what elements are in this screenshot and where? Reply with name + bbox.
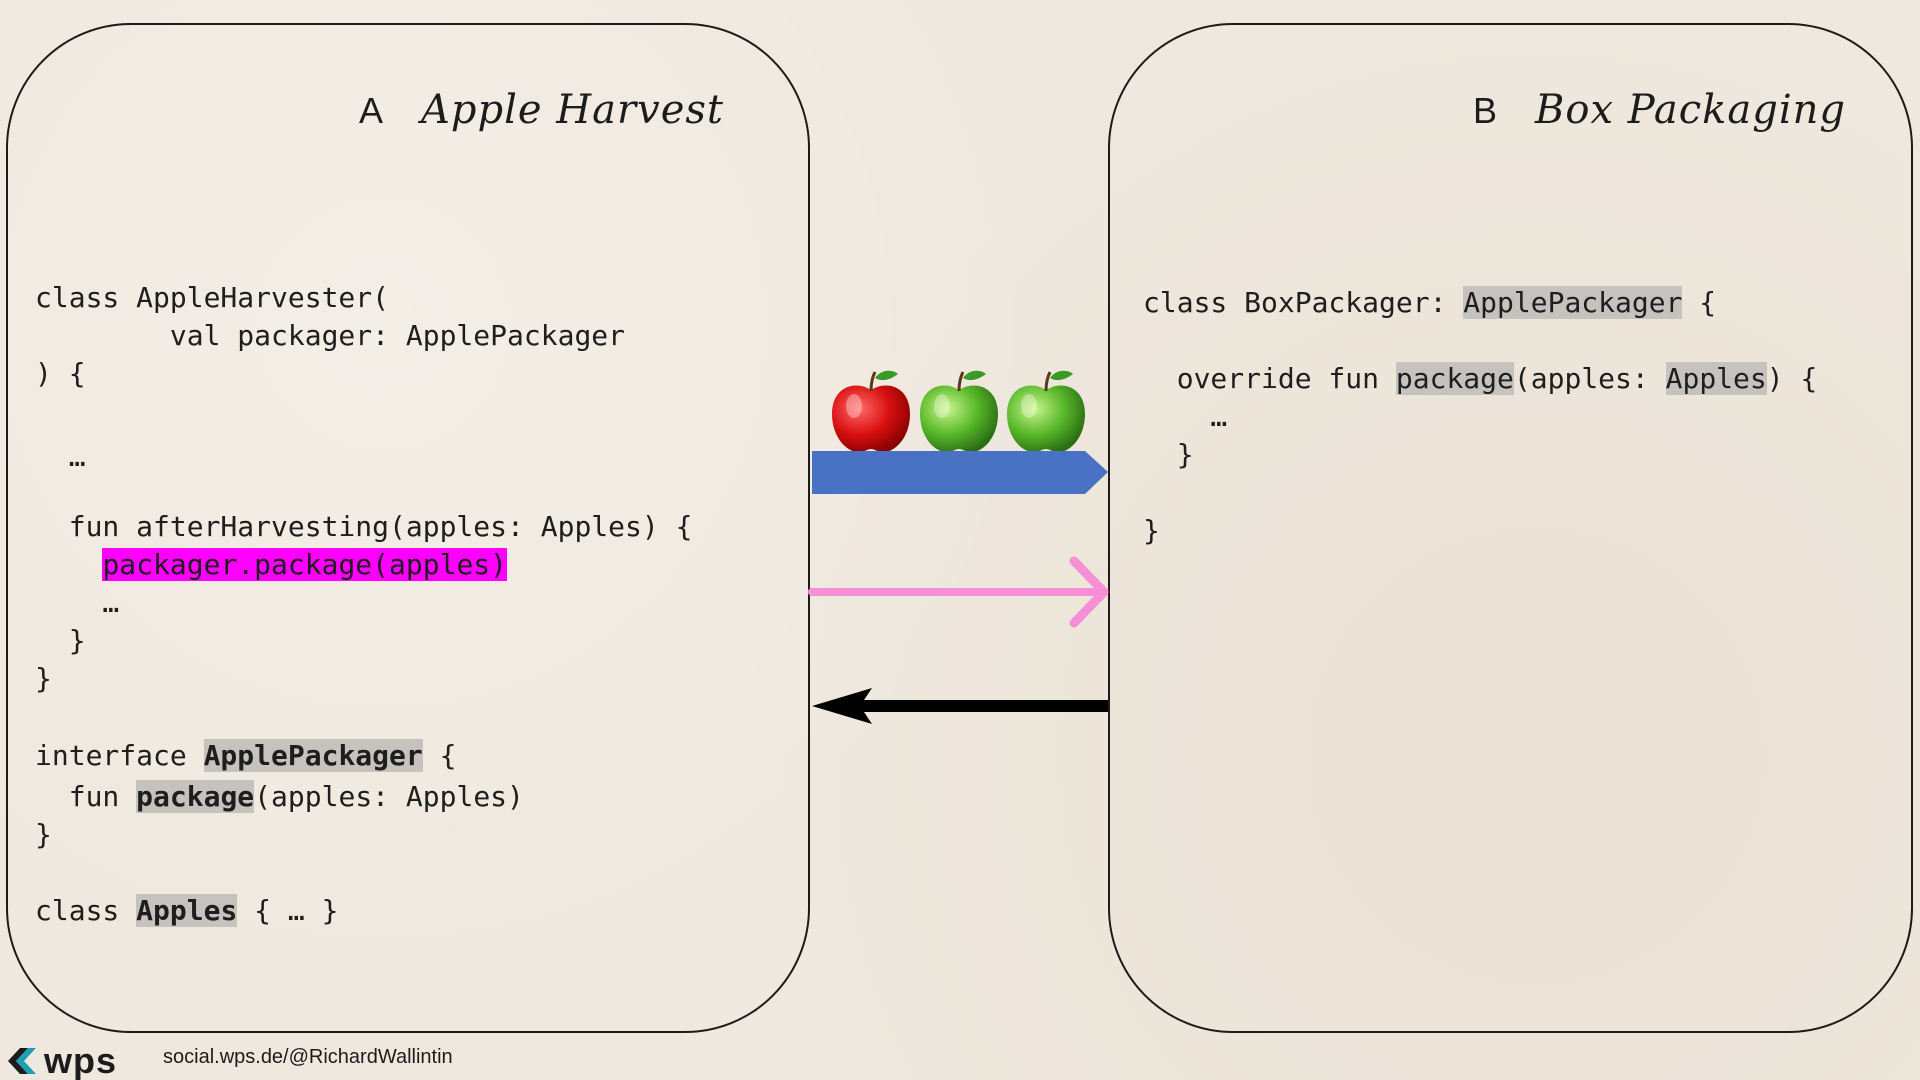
code-line: fun package(apples: Apples): [35, 779, 524, 815]
code-line: fun afterHarvesting(apples: Apples) {: [35, 509, 693, 545]
code-line: }: [35, 623, 86, 659]
code-line: }: [35, 661, 52, 697]
box-packager-code: class BoxPackager: ApplePackager { overr…: [1143, 25, 1817, 547]
wps-logo: wps: [6, 1040, 117, 1080]
code-text: ) {: [35, 357, 86, 390]
apple-harvester-code: class AppleHarvester( val packager: Appl…: [35, 25, 692, 927]
code-line: }: [1143, 437, 1194, 473]
apple-packager-interface-highlight: ApplePackager: [203, 739, 423, 772]
code-text: }: [35, 624, 86, 657]
code-text: }: [1143, 438, 1194, 471]
code-text: class AppleHarvester(: [35, 281, 390, 314]
code-text: override fun: [1143, 362, 1396, 395]
code-text: class: [35, 894, 137, 927]
code-text: …: [1143, 400, 1228, 433]
code-text: {: [1682, 286, 1717, 319]
panel-b-heading: B Box Packaging: [1473, 87, 1846, 133]
code-line: class Apples { … }: [35, 893, 338, 929]
wps-brand-text: wps: [44, 1040, 118, 1080]
panel-a-heading: A Apple Harvest: [359, 87, 724, 133]
green-apple-icon: [920, 370, 998, 453]
code-line: val packager: ApplePackager: [35, 318, 625, 354]
code-text: interface: [35, 739, 204, 772]
green-apple-icon: [1007, 370, 1085, 453]
code-line: …: [1143, 399, 1227, 435]
panel-a-title: Apple Harvest: [421, 87, 724, 133]
code-line: class AppleHarvester(: [35, 280, 389, 316]
code-line: }: [1143, 513, 1160, 549]
code-line: …: [35, 585, 119, 621]
code-text: class BoxPackager:: [1143, 286, 1464, 319]
code-text: …: [35, 586, 120, 619]
code-text: (apples: Apples): [254, 780, 524, 813]
apples-type-highlight: Apples: [1665, 362, 1767, 395]
wps-chevron-icon: [8, 1048, 36, 1074]
code-text: (apples:: [1513, 362, 1666, 395]
code-text: fun: [35, 780, 137, 813]
code-text: …: [35, 440, 86, 473]
panel-b-title: Box Packaging: [1535, 87, 1846, 133]
code-text: { … }: [237, 894, 339, 927]
code-line: override fun package(apples: Apples) {: [1143, 361, 1817, 397]
code-line: ) {: [35, 356, 86, 392]
red-apple-icon: [832, 370, 910, 453]
panel-b-letter: B: [1473, 90, 1498, 131]
code-line: }: [35, 817, 52, 853]
code-text: val packager: ApplePackager: [35, 319, 626, 352]
call-arrow: [808, 556, 1109, 628]
code-line: …: [35, 439, 86, 475]
panel-a-letter: A: [358, 90, 383, 131]
code-line: packager.package(apples): [35, 547, 508, 583]
footer-credit: social.wps.de/@RichardWallintin: [163, 1046, 453, 1068]
panel-apple-harvest: A Apple Harvest class AppleHarvester( va…: [6, 23, 810, 1033]
apple-packager-type-highlight: ApplePackager: [1463, 286, 1683, 319]
package-call-highlight: packager.package(apples): [102, 548, 508, 581]
apples-transfer-arrow: [812, 451, 1108, 494]
code-line: interface ApplePackager {: [35, 738, 456, 774]
code-line: class BoxPackager: ApplePackager {: [1143, 285, 1716, 321]
panel-box-packaging: B Box Packaging class BoxPackager: Apple…: [1108, 23, 1913, 1033]
package-function-highlight: package: [136, 780, 255, 813]
code-text: {: [422, 739, 457, 772]
code-text: ) {: [1766, 362, 1818, 395]
code-text: fun afterHarvesting(apples: Apples) {: [35, 510, 693, 543]
return-arrow: [812, 688, 1108, 724]
package-override-highlight: package: [1395, 362, 1514, 395]
code-text: }: [35, 818, 52, 851]
code-text: }: [1143, 514, 1160, 547]
apples-class-highlight: Apples: [136, 894, 238, 927]
code-text: }: [35, 662, 52, 695]
